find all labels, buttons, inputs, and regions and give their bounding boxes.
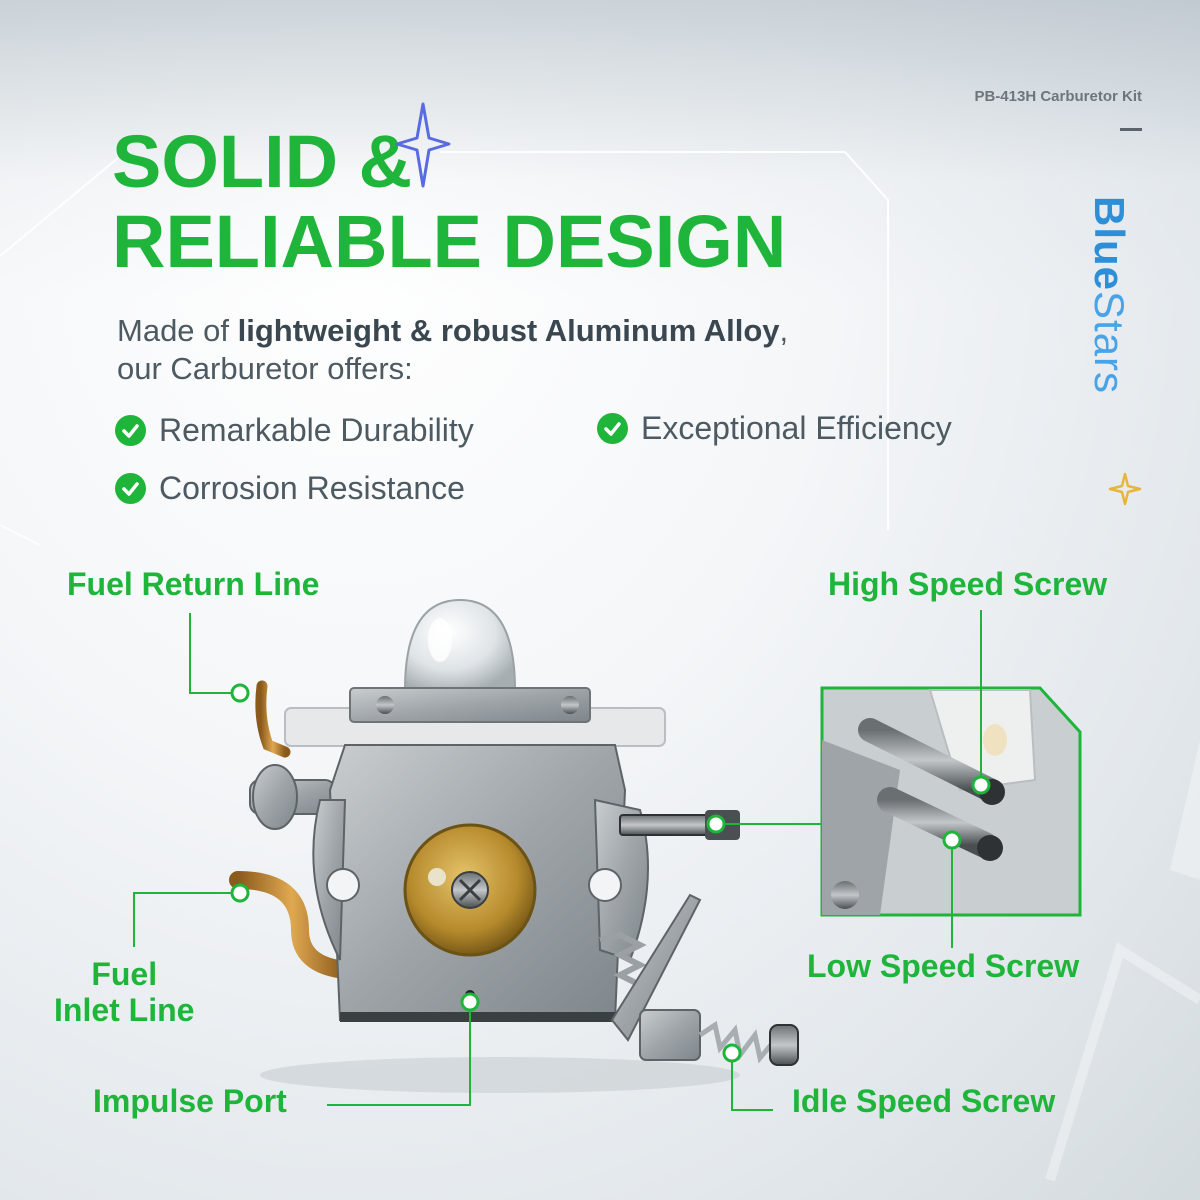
callout-fuel-inlet-line2: Inlet Line <box>54 992 195 1028</box>
brand-part1: Blue <box>1086 196 1133 292</box>
sparkle-star-icon <box>395 102 451 188</box>
feature-item: Exceptional Efficiency <box>597 410 952 447</box>
callout-dot <box>942 830 962 850</box>
primer-bulb <box>403 598 517 691</box>
fuel-inlet-tube <box>229 871 354 979</box>
brand-star-icon <box>1108 472 1142 506</box>
feature-item: Corrosion Resistance <box>115 470 465 507</box>
feature-label: Remarkable Durability <box>159 412 474 448</box>
product-code: PB-413H Carburetor Kit <box>974 88 1142 105</box>
top-shade <box>0 0 1200 300</box>
callout-dot <box>722 1043 742 1063</box>
carburetor-illustration <box>133 598 1082 1111</box>
callout-idle-speed-screw: Idle Speed Screw <box>792 1083 1056 1119</box>
feature-label: Exceptional Efficiency <box>641 410 952 446</box>
callout-dot <box>706 814 726 834</box>
check-circle-icon <box>115 415 146 446</box>
intro-prefix: Made of <box>117 313 238 348</box>
callout-fuel-inlet-line1: Fuel <box>91 956 158 992</box>
callout-low-speed-screw: Low Speed Screw <box>807 948 1080 984</box>
intro-text: Made of lightweight & robust Aluminum Al… <box>117 312 788 388</box>
callout-fuel-return-line: Fuel Return Line <box>67 566 320 602</box>
brand-logo: BlueStars <box>1085 196 1133 394</box>
intro-suffix: , <box>779 313 789 348</box>
brand-part2: Stars <box>1086 291 1133 395</box>
check-circle-icon <box>597 413 628 444</box>
callout-fuel-inlet-line: Fuel Inlet Line <box>54 956 194 1028</box>
throttle-spring <box>599 931 647 988</box>
high-speed-screw <box>619 814 716 836</box>
throttle-plate <box>610 893 702 1042</box>
screw-closeup-inset <box>820 686 1082 917</box>
fuel-return-tube <box>255 680 291 758</box>
callout-dot <box>460 992 480 1012</box>
intro-bold: lightweight & robust Aluminum Alloy <box>237 313 780 348</box>
callout-impulse-port: Impulse Port <box>93 1083 287 1119</box>
feature-label: Corrosion Resistance <box>159 470 465 506</box>
callout-dot <box>971 775 991 795</box>
headline: SOLID & RELIABLE DESIGN <box>112 122 786 282</box>
divider-dash <box>1120 128 1142 131</box>
headline-line1: SOLID & <box>112 120 413 203</box>
callout-dot <box>230 683 250 703</box>
check-circle-icon <box>115 473 146 504</box>
product-shadow <box>260 1057 740 1093</box>
idle-speed-screw <box>698 1020 799 1066</box>
callout-dot <box>230 883 250 903</box>
intro-line2: our Carburetor offers: <box>117 351 413 386</box>
callout-high-speed-screw: High Speed Screw <box>828 566 1108 602</box>
feature-item: Remarkable Durability <box>115 412 474 449</box>
primer-plate <box>349 687 591 723</box>
headline-line2: RELIABLE DESIGN <box>112 200 787 283</box>
